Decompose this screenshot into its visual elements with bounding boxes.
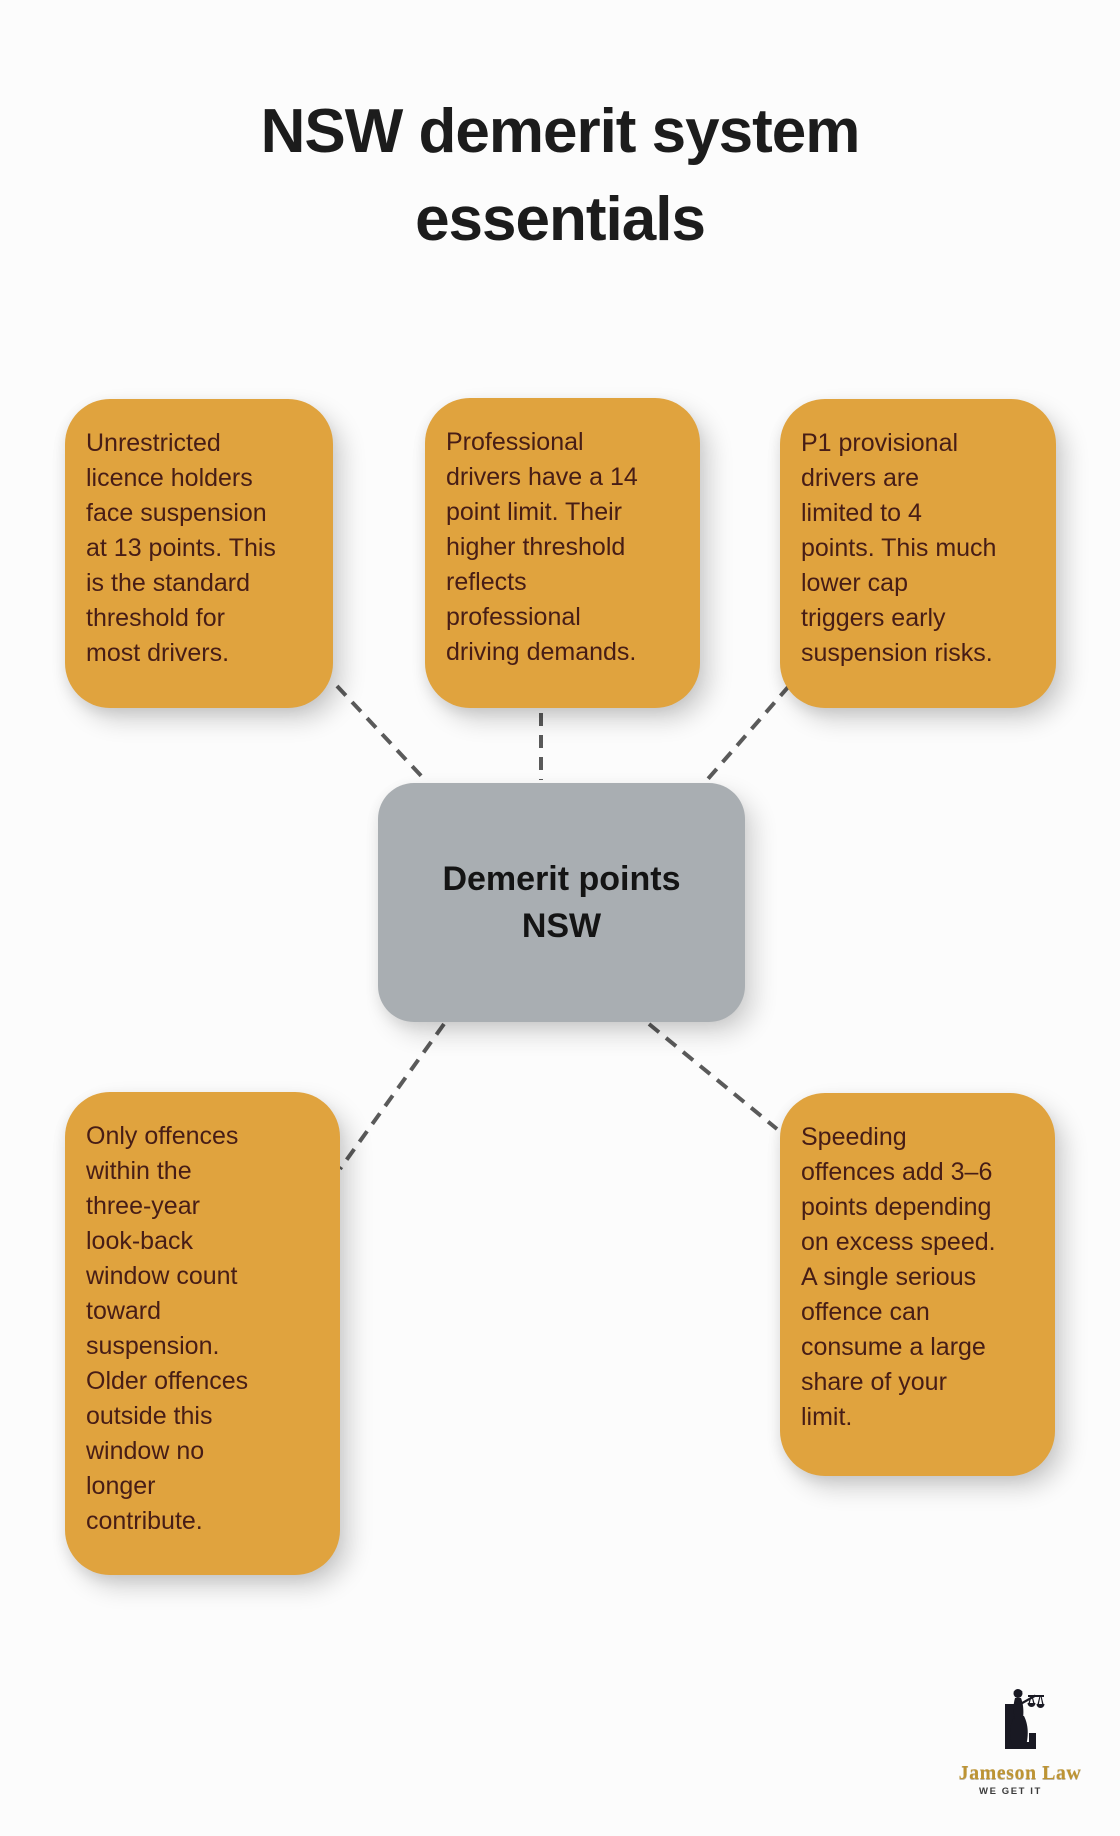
connector-bottom-right bbox=[647, 1022, 779, 1131]
node-unrestricted-threshold: Unrestricted licence holders face suspen… bbox=[65, 399, 333, 708]
node-p1-provisional-limit: P1 provisional drivers are limited to 4 … bbox=[780, 399, 1056, 708]
page-title: NSW demerit system essentials bbox=[260, 97, 861, 254]
center-node-label: Demerit points NSW bbox=[442, 859, 681, 945]
node-text: P1 provisional drivers are limited to 4 … bbox=[801, 429, 997, 667]
node-text: Speeding offences add 3–6 points dependi… bbox=[801, 1123, 996, 1431]
connector-top-left bbox=[335, 684, 427, 782]
logo-name: Jameson Law bbox=[958, 1762, 1082, 1784]
node-speeding-points: Speeding offences add 3–6 points dependi… bbox=[780, 1093, 1055, 1476]
node-text: Professional drivers have a 14 point lim… bbox=[446, 428, 638, 666]
node-three-year-window: Only offences within the three-year look… bbox=[65, 1092, 340, 1575]
node-professional-limit: Professional drivers have a 14 point lim… bbox=[425, 398, 700, 708]
jameson-law-logo: Jameson Law WE GET IT bbox=[956, 1686, 1084, 1797]
center-node: Demerit points NSW bbox=[378, 783, 745, 1022]
connector-bottom-left bbox=[338, 1022, 446, 1171]
connector-top-right bbox=[705, 684, 791, 782]
logo-tagline: WE GET IT bbox=[979, 1786, 1042, 1797]
node-text: Unrestricted licence holders face suspen… bbox=[86, 429, 276, 667]
lady-justice-icon bbox=[1005, 1689, 1045, 1749]
node-text: Only offences within the three-year look… bbox=[86, 1122, 249, 1535]
